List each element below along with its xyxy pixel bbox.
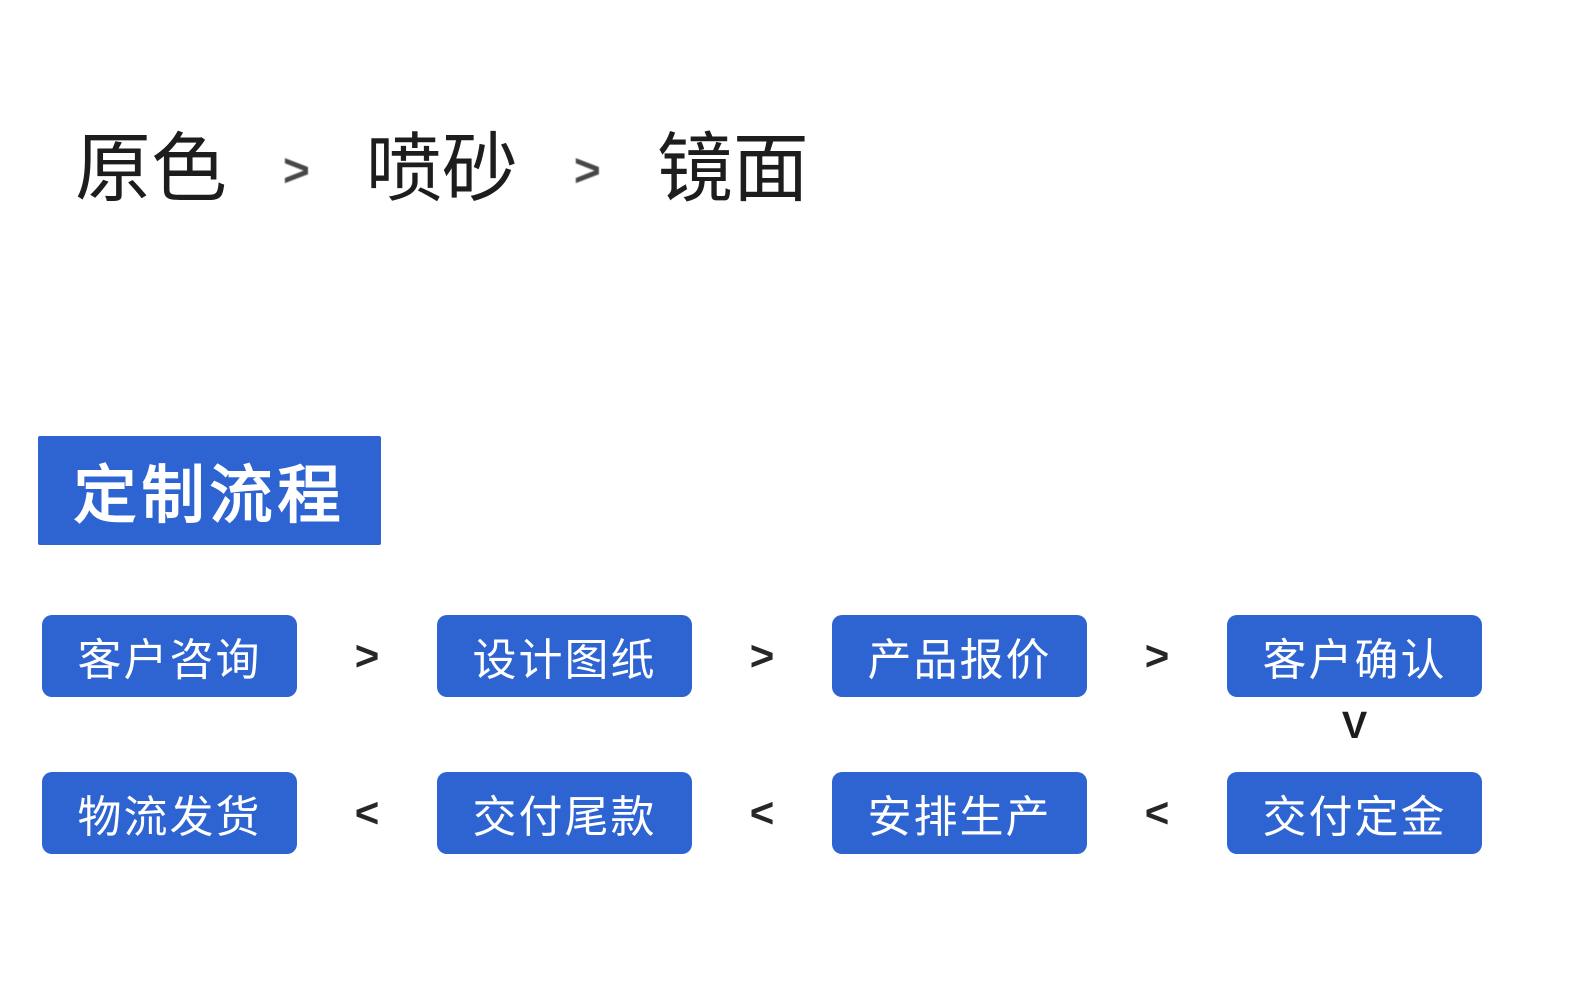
step-design-drawing: 设计图纸 — [437, 615, 692, 697]
process-flow-row-2: 物流发货 < 交付尾款 < 安排生产 < 交付定金 — [42, 772, 1482, 854]
chevron-right-icon: > — [283, 144, 310, 196]
chevron-right-icon: > — [1144, 632, 1170, 679]
process-flow-row-1: 客户咨询 > 设计图纸 > 产品报价 > 客户确认 — [42, 615, 1482, 697]
finish-option-sandblast: 喷砂 — [365, 127, 518, 212]
step-product-quote: 产品报价 — [832, 615, 1087, 697]
chevron-right-icon: > — [354, 632, 380, 679]
chevron-down-icon: V — [1341, 705, 1368, 747]
step-logistics-shipping: 物流发货 — [42, 772, 297, 854]
step-pay-deposit: 交付定金 — [1227, 772, 1482, 854]
chevron-right-icon: > — [573, 144, 601, 196]
step-customer-confirm: 客户确认 — [1227, 615, 1482, 697]
finish-option-mirror: 镜面 — [656, 127, 809, 212]
step-customer-inquiry: 客户咨询 — [42, 615, 297, 697]
step-pay-balance: 交付尾款 — [437, 772, 692, 854]
step-arrange-production: 安排生产 — [832, 772, 1087, 854]
chevron-left-icon: < — [354, 789, 380, 836]
section-title-custom-process: 定制流程 — [38, 436, 381, 545]
finish-options-row: 原色 > 喷砂 > 镜面 — [75, 126, 809, 214]
chevron-left-icon: < — [1144, 789, 1170, 836]
finish-option-original: 原色 — [75, 127, 227, 212]
chevron-left-icon: < — [749, 789, 775, 836]
chevron-right-icon: > — [749, 632, 775, 679]
